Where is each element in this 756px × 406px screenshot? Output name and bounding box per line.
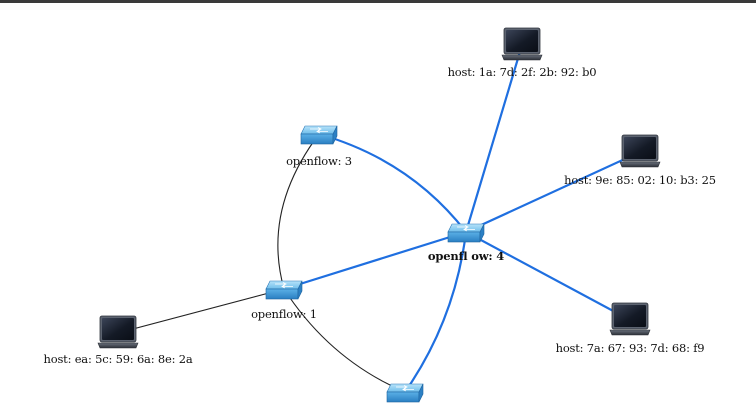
link-of4-of3[interactable]	[317, 132, 468, 234]
switch-label-of1: openflow: 1	[251, 307, 317, 321]
link-of4-of2[interactable]	[403, 230, 468, 394]
host-node-h1[interactable]: host: 1a: 7d: 2f: 2b: 92: b0	[448, 27, 597, 79]
host-label-h1: host: 1a: 7d: 2f: 2b: 92: b0	[448, 65, 597, 79]
link-of4-of1[interactable]	[282, 230, 468, 291]
host-node-h4[interactable]: host: ea: 5c: 59: 6a: 8e: 2a	[44, 315, 193, 366]
link-of4-h3[interactable]	[464, 230, 632, 322]
switch-icon[interactable]	[300, 125, 338, 145]
host-node-h3[interactable]: host: 7a: 67: 93: 7d: 68: f9	[556, 302, 705, 355]
host-node-h2[interactable]: host: 9e: 85: 02: 10: b3: 25	[564, 134, 716, 187]
switch-node-of2[interactable]	[386, 383, 424, 403]
laptop-icon[interactable]	[609, 302, 651, 336]
top-border-bar	[0, 0, 756, 3]
laptop-icon[interactable]	[97, 315, 139, 349]
link-of1-of2[interactable]	[283, 288, 406, 393]
switch-icon[interactable]	[447, 223, 485, 243]
switch-label-of3: openflow: 3	[286, 154, 352, 168]
host-label-h2: host: 9e: 85: 02: 10: b3: 25	[564, 173, 716, 187]
switch-node-of3[interactable]: openflow: 3	[286, 125, 352, 168]
switch-icon[interactable]	[265, 280, 303, 300]
switch-icon[interactable]	[386, 383, 424, 403]
laptop-icon[interactable]	[501, 27, 543, 61]
switch-node-of1[interactable]: openflow: 1	[251, 280, 317, 321]
laptop-icon[interactable]	[619, 134, 661, 168]
link-of4-h2[interactable]	[464, 150, 642, 234]
switch-label-of4: openfl ow: 4	[428, 249, 504, 263]
switch-node-of4[interactable]: openfl ow: 4	[428, 223, 504, 263]
host-label-h4: host: ea: 5c: 59: 6a: 8e: 2a	[44, 352, 193, 366]
links-layer	[117, 43, 642, 394]
host-label-h3: host: 7a: 67: 93: 7d: 68: f9	[556, 341, 705, 355]
link-of1-of3[interactable]	[277, 133, 320, 290]
link-of4-h1[interactable]	[464, 43, 524, 234]
link-of1-h4[interactable]	[117, 288, 285, 334]
nodes-layer: openfl ow: 4 openflow: 3 openflow: 1 host: …	[44, 27, 716, 403]
